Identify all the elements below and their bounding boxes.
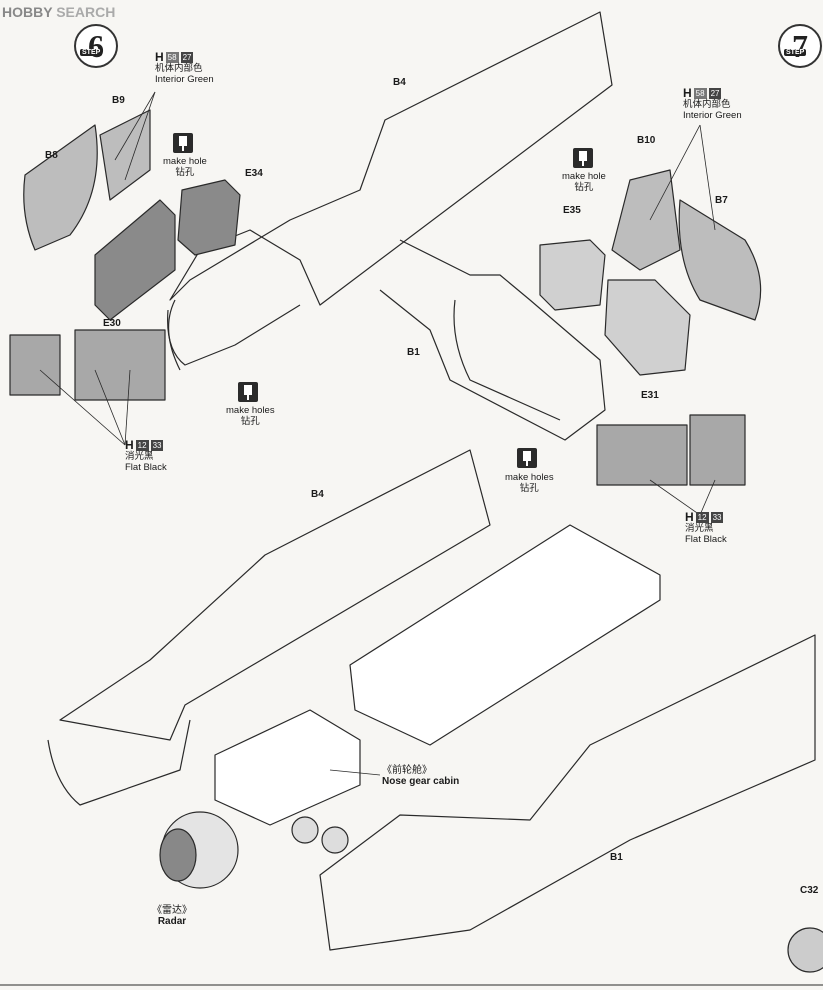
- make-holes-callout-b: make holes 钻孔: [505, 472, 554, 494]
- make-hole-callout-b: make hole 钻孔: [562, 171, 606, 193]
- nose-gear-en: Nose gear cabin: [382, 776, 460, 787]
- paint-code-1: 58: [693, 88, 707, 99]
- e31-instrument-panel: [604, 279, 691, 376]
- part-label-c32: C32: [800, 885, 819, 896]
- b7-side-panel: [678, 199, 762, 321]
- b1-lower-fuselage-bottom: [319, 634, 816, 951]
- step-6-word: STEP: [80, 49, 103, 56]
- part-label-b10: B10: [637, 135, 656, 146]
- e34-bulkhead: [177, 179, 241, 256]
- cockpit-tub: [349, 524, 661, 746]
- paint-code-2: 27: [708, 88, 722, 99]
- paint-name-cn: 机体内部色: [683, 99, 731, 111]
- watermark-logo: HOBBY SEARCH: [2, 4, 115, 20]
- nose-gear-cn: 《前轮舱》: [382, 765, 432, 776]
- paint-name-en: Interior Green: [155, 74, 214, 86]
- step-6-number: 6: [88, 27, 104, 64]
- part-label-e35: E35: [563, 205, 581, 216]
- watermark-brand: HOBBY: [2, 4, 53, 20]
- drill-icon: [238, 382, 258, 402]
- part-label-b8: B8: [45, 150, 58, 161]
- b4-upper-fuselage-top: [169, 11, 613, 306]
- part-label-b1-bottom: B1: [610, 852, 623, 863]
- drill-icon: [573, 148, 593, 168]
- paint-code-2: 33: [710, 512, 724, 523]
- paint-code-2: 33: [150, 440, 164, 451]
- paint-letter: H: [683, 86, 692, 100]
- b1-lower-fuselage-top: [379, 239, 606, 441]
- make-hole-cn: 钻孔: [175, 167, 195, 178]
- b8-side-panel: [23, 124, 98, 251]
- part-label-b4-bottom: B4: [311, 489, 324, 500]
- paint-code-2: 27: [180, 52, 194, 63]
- watermark-suffix: SEARCH: [56, 4, 116, 20]
- paint-name-en: Flat Black: [685, 534, 727, 546]
- paint-name-cn: 消光黑: [685, 523, 714, 535]
- nose-gear-callout: 《前轮舱》 Nose gear cabin: [382, 765, 459, 787]
- paint-name-en: Flat Black: [125, 462, 167, 474]
- part-label-b1-top: B1: [407, 347, 420, 358]
- make-hole-cn: 钻孔: [574, 182, 594, 193]
- radar-callout: 《雷达》 Radar: [152, 905, 192, 927]
- e35-bulkhead: [539, 239, 606, 311]
- paint-letter: H: [125, 438, 134, 452]
- make-holes-en: make holes: [505, 472, 554, 483]
- paint-name-cn: 机体内部色: [155, 63, 203, 75]
- make-hole-en: make hole: [163, 156, 207, 167]
- decal-sheet-left-2: [74, 329, 166, 401]
- radar-cn: 《雷达》: [152, 905, 192, 916]
- decal-sheet-right-2: [689, 414, 746, 486]
- part-label-e30: E30: [103, 318, 121, 329]
- decal-sheet-left-1: [9, 334, 61, 396]
- paint-name-cn: 消光黑: [125, 451, 154, 463]
- b9-side-panel: [99, 109, 151, 201]
- drill-icon: [173, 133, 193, 153]
- make-holes-cn: 钻孔: [519, 483, 539, 494]
- step-7-word: STEP: [784, 49, 807, 56]
- part-label-b9: B9: [112, 95, 125, 106]
- make-hole-callout-a: make hole 钻孔: [163, 156, 207, 178]
- paint-code-1: 12: [135, 440, 149, 451]
- step-7-number: 7: [792, 27, 808, 64]
- step-6-badge: 6 STEP: [74, 24, 118, 68]
- radar-en: Radar: [157, 916, 187, 927]
- part-label-e31: E31: [641, 390, 659, 401]
- make-holes-callout-a: make holes 钻孔: [226, 405, 275, 427]
- paint-code-1: 58: [165, 52, 179, 63]
- decal-sheet-right-1: [596, 424, 688, 486]
- part-label-b4-top: B4: [393, 77, 406, 88]
- paint-letter: H: [685, 510, 694, 524]
- step-7-badge: 7 STEP: [778, 24, 822, 68]
- b4-upper-fuselage-bottom: [59, 449, 491, 741]
- paint-letter: H: [155, 50, 164, 64]
- b10-side-panel: [611, 169, 681, 271]
- part-label-e34: E34: [245, 168, 263, 179]
- e30-instrument-panel: [94, 199, 176, 321]
- nose-gear-cabin: [214, 709, 361, 826]
- make-hole-en: make hole: [562, 171, 606, 182]
- paint-code-1: 12: [695, 512, 709, 523]
- make-holes-en: make holes: [226, 405, 275, 416]
- part-label-b7: B7: [715, 195, 728, 206]
- drill-icon: [517, 448, 537, 468]
- paint-name-en: Interior Green: [683, 110, 742, 122]
- make-holes-cn: 钻孔: [240, 416, 260, 427]
